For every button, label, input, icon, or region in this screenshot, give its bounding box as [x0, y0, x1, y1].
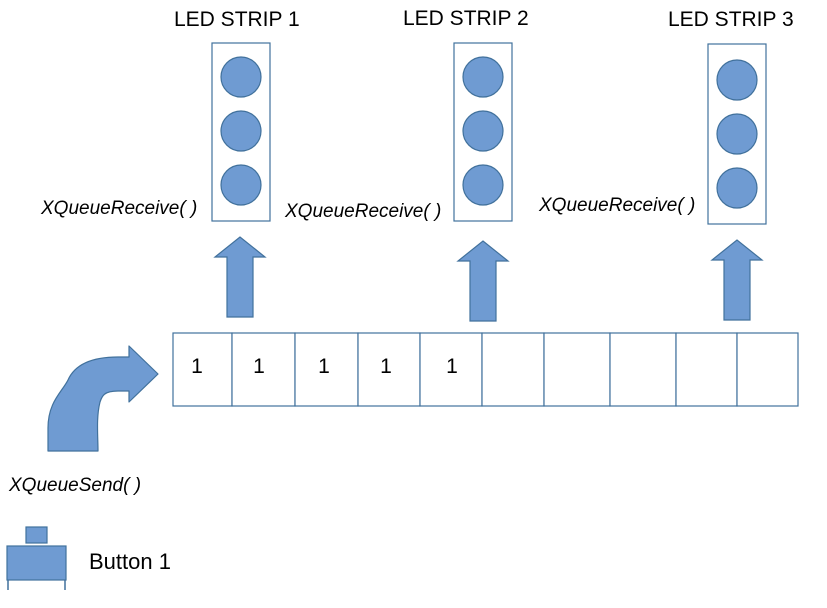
- queue-cell-value: 1: [318, 355, 330, 378]
- push-button-cap: [25, 526, 48, 544]
- queue-cell: [481, 332, 545, 407]
- up-arrow-icon: [213, 236, 267, 318]
- queue-cell: [736, 332, 799, 407]
- push-button-icon: [6, 545, 67, 581]
- button-1: Button 1: [6, 526, 171, 590]
- queue-cell-value: 1: [253, 355, 265, 378]
- send-label: XQueueSend( ): [8, 475, 141, 496]
- led-strip-3: LED STRIP 3 XQueueReceive( ): [538, 8, 794, 321]
- queue-cell: [231, 332, 296, 407]
- up-arrow-icon: [456, 240, 510, 322]
- queue-cell: [357, 332, 421, 407]
- queue-cell: [419, 332, 483, 407]
- led-icon: [462, 56, 504, 98]
- led-icon: [462, 164, 504, 206]
- button-label: Button 1: [89, 549, 171, 574]
- curved-arrow-icon: [47, 345, 159, 452]
- queue-cell: [675, 332, 738, 407]
- receive-label: XQueueReceive( ): [284, 201, 441, 222]
- led-icon: [716, 167, 758, 209]
- queue-cell: [609, 332, 677, 407]
- led-icon: [716, 113, 758, 155]
- receive-label: XQueueReceive( ): [40, 198, 197, 219]
- led-strip-2: LED STRIP 2 XQueueReceive( ): [284, 7, 529, 322]
- led-icon: [716, 59, 758, 101]
- led-icon: [220, 164, 262, 206]
- queue-send: XQueueSend( ): [8, 345, 159, 496]
- queue-cell-value: 1: [380, 355, 392, 378]
- strip-title: LED STRIP 2: [403, 7, 529, 30]
- up-arrow-icon: [710, 239, 764, 321]
- queue-cell-value: 1: [446, 355, 458, 378]
- strip-title: LED STRIP 3: [668, 8, 794, 31]
- queue-cell: [294, 332, 359, 407]
- queue-cell-value: 1: [191, 355, 203, 378]
- led-strip-1: LED STRIP 1 XQueueReceive( ): [40, 8, 300, 318]
- led-icon: [462, 110, 504, 152]
- receive-label: XQueueReceive( ): [538, 195, 695, 216]
- led-icon: [220, 56, 262, 98]
- strip-title: LED STRIP 1: [174, 8, 300, 31]
- led-icon: [220, 110, 262, 152]
- queue: 1 1 1 1 1: [172, 332, 799, 407]
- queue-cell: [543, 332, 611, 407]
